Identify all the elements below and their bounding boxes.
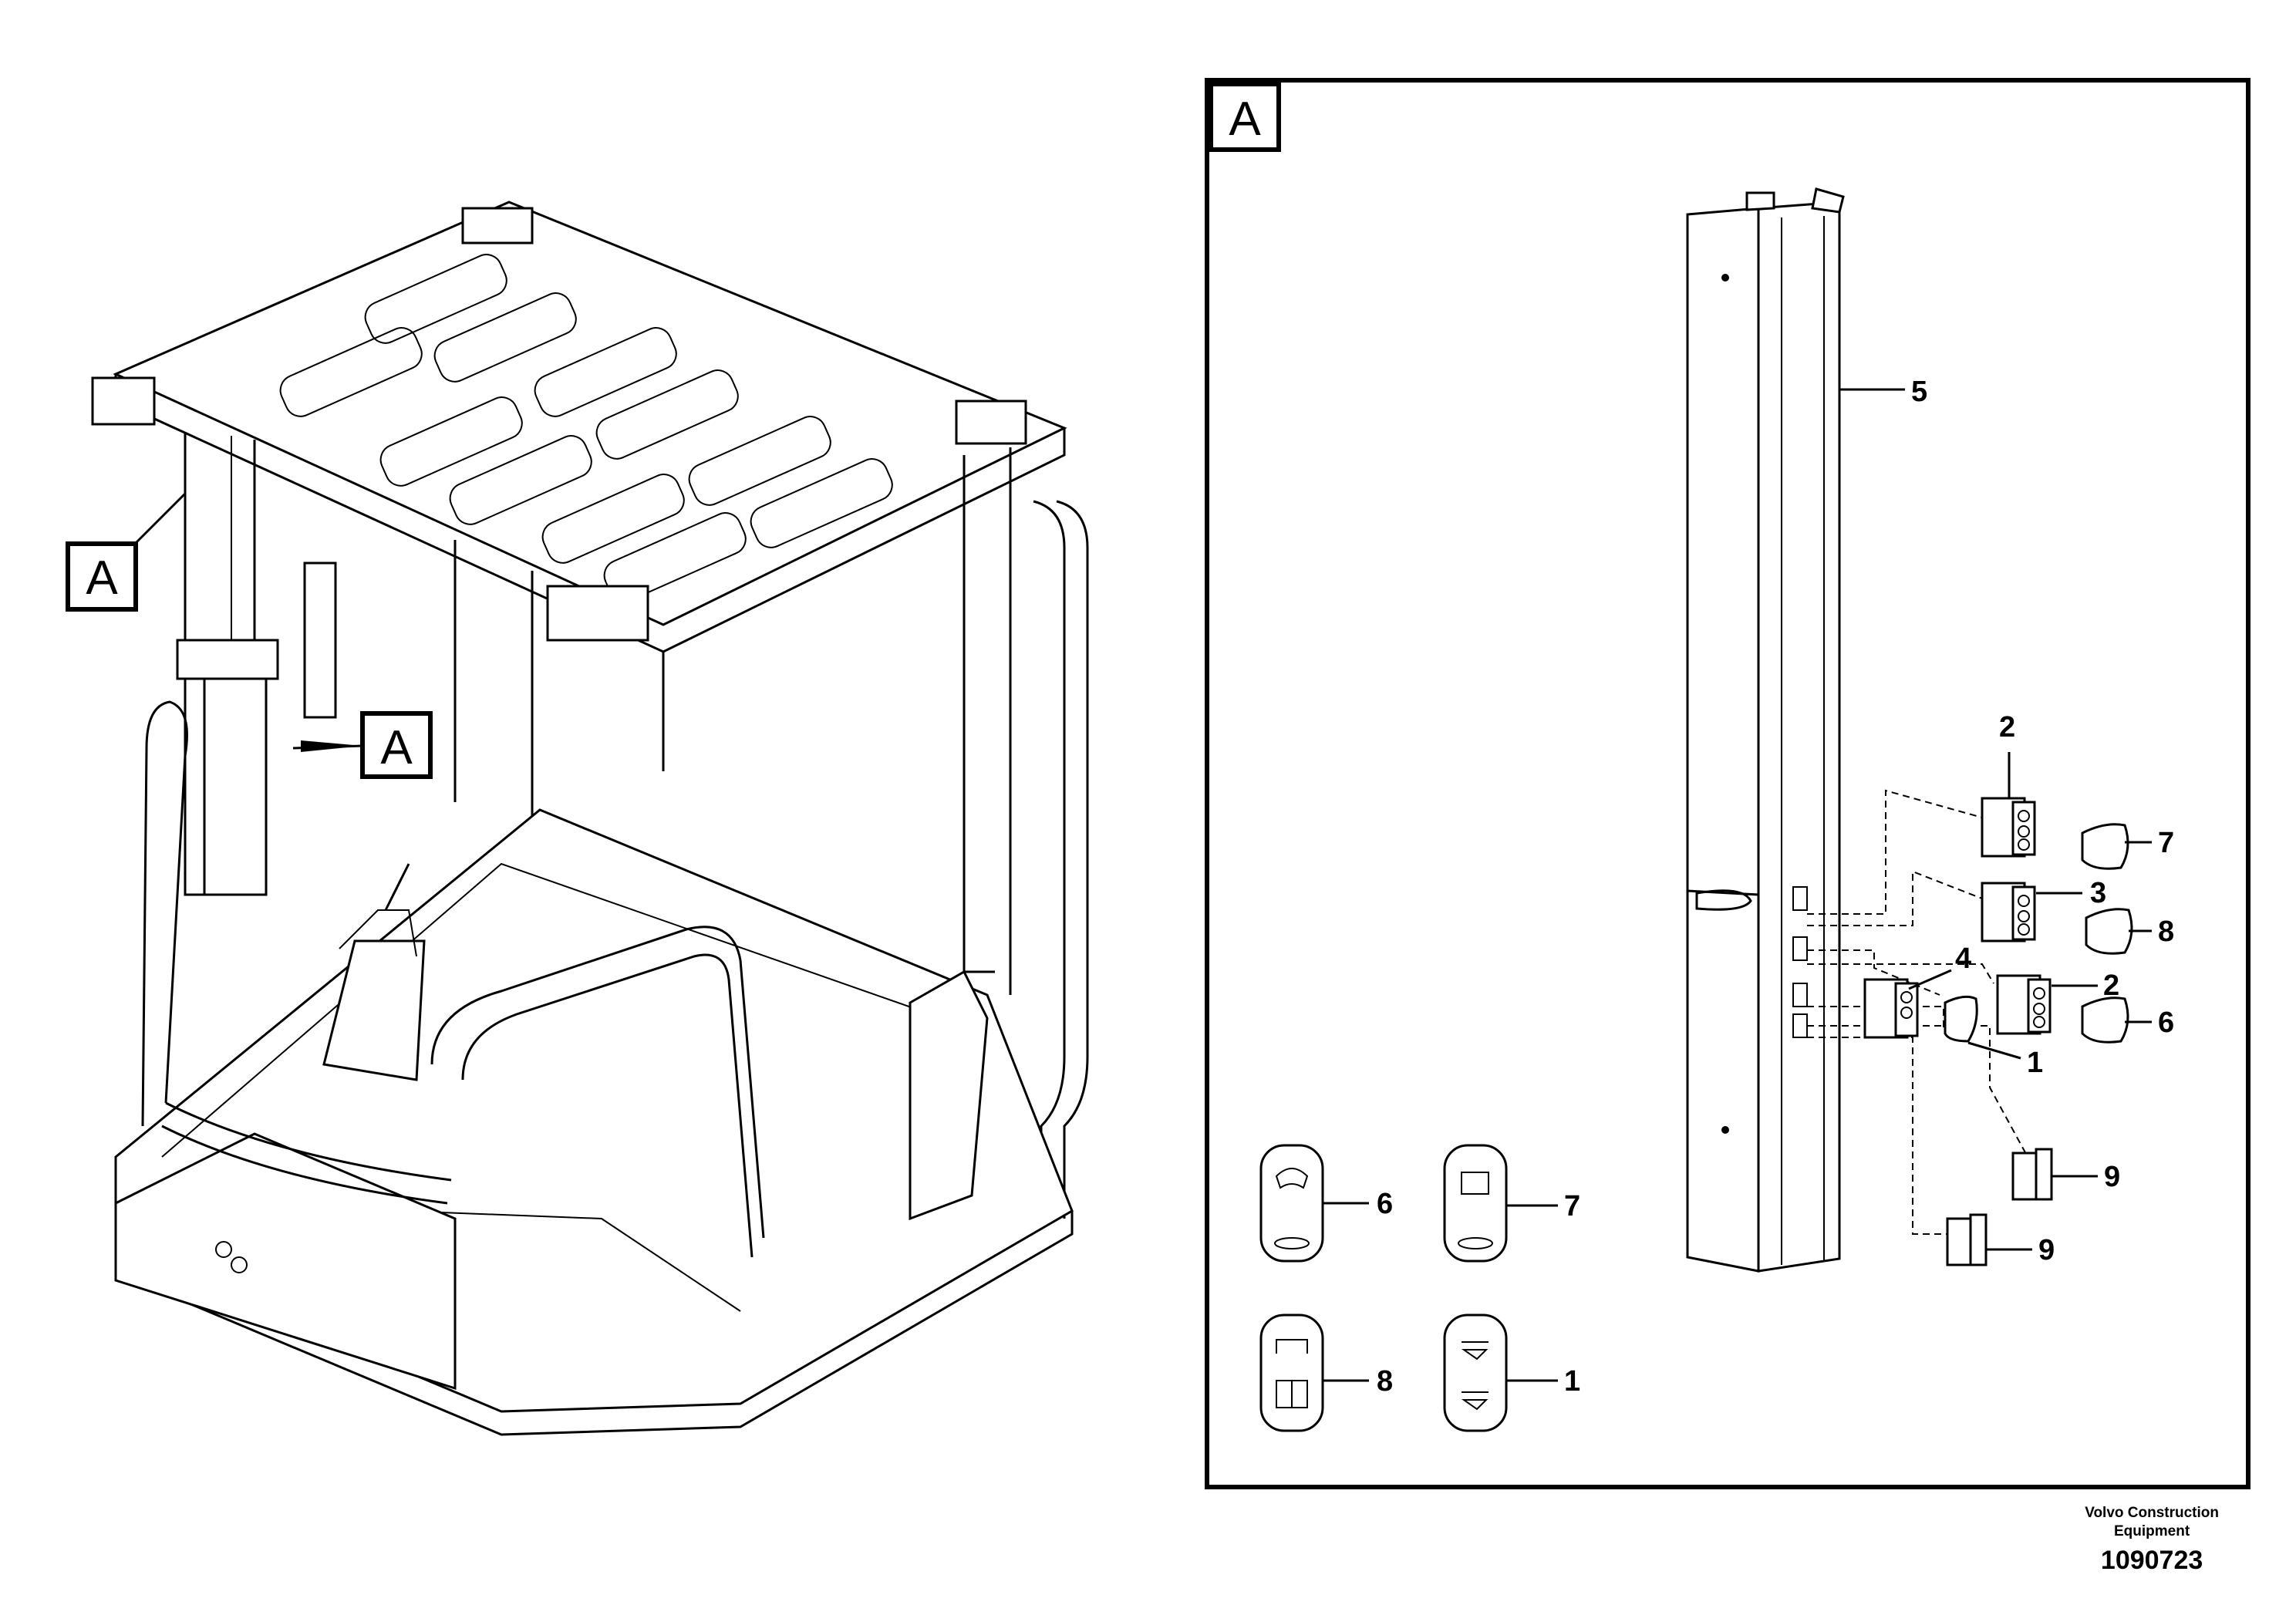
clip-9-upper bbox=[2011, 1148, 2053, 1201]
legend-front-rear-wiper-icon bbox=[1259, 1313, 1324, 1432]
detail-leaders bbox=[1908, 752, 2152, 1251]
legend-label-6: 6 bbox=[1377, 1188, 1393, 1220]
svg-text:A: A bbox=[1229, 93, 1261, 146]
svg-text:A: A bbox=[86, 551, 118, 605]
switch-bracket-4 bbox=[1863, 978, 1919, 1039]
footer-block: Volvo Construction Equipment 1090723 bbox=[2085, 1504, 2219, 1576]
label-part-8: 8 bbox=[2158, 916, 2174, 948]
clip-9-lower bbox=[1946, 1213, 1988, 1266]
legend-gauge-icon bbox=[1259, 1144, 1324, 1263]
legend-label-8: 8 bbox=[1377, 1365, 1393, 1398]
label-part-1: 1 bbox=[2027, 1047, 2043, 1079]
label-part-4: 4 bbox=[1955, 943, 1971, 975]
drawing-number: 1090723 bbox=[2100, 1546, 2203, 1575]
label-part-3: 3 bbox=[2090, 877, 2106, 909]
knob-8 bbox=[2085, 908, 2133, 955]
legend-label-7: 7 bbox=[1564, 1190, 1580, 1222]
knob-1 bbox=[1944, 995, 1978, 1043]
maker-line-1: Volvo Construction bbox=[2085, 1505, 2219, 1521]
label-part-9-upper: 9 bbox=[2104, 1161, 2120, 1193]
callout-leader-mid bbox=[292, 744, 363, 750]
rocker-switch-2-top bbox=[1981, 797, 2036, 858]
rocker-switch-3 bbox=[1981, 882, 2036, 943]
legend-wiper-icon bbox=[1443, 1313, 1508, 1432]
cab-post-part bbox=[1686, 187, 1845, 1273]
label-part-2-top: 2 bbox=[1999, 711, 2015, 744]
label-part-6: 6 bbox=[2158, 1007, 2174, 1039]
assembly-dashed-lines bbox=[1807, 789, 2037, 1235]
label-part-9-lower: 9 bbox=[2038, 1234, 2055, 1266]
cab-frame-drawing bbox=[91, 201, 1089, 1436]
view-callout-a-mid: A bbox=[360, 711, 433, 779]
legend-label-1: 1 bbox=[1564, 1365, 1580, 1398]
detail-frame bbox=[1205, 78, 2250, 1489]
callout-leader-top bbox=[130, 492, 187, 549]
legend-display-icon bbox=[1443, 1144, 1508, 1263]
label-part-2-right: 2 bbox=[2103, 969, 2119, 1002]
knob-7 bbox=[2081, 823, 2129, 870]
knob-6 bbox=[2081, 996, 2129, 1044]
label-part-5: 5 bbox=[1911, 376, 1927, 408]
view-callout-a-detail: A bbox=[1209, 82, 1281, 152]
rocker-switch-2-right bbox=[1996, 974, 2052, 1035]
view-callout-a-top: A bbox=[66, 541, 138, 612]
svg-text:A: A bbox=[380, 721, 413, 774]
maker-line-2: Equipment bbox=[2114, 1523, 2190, 1539]
label-part-7: 7 bbox=[2158, 827, 2174, 859]
